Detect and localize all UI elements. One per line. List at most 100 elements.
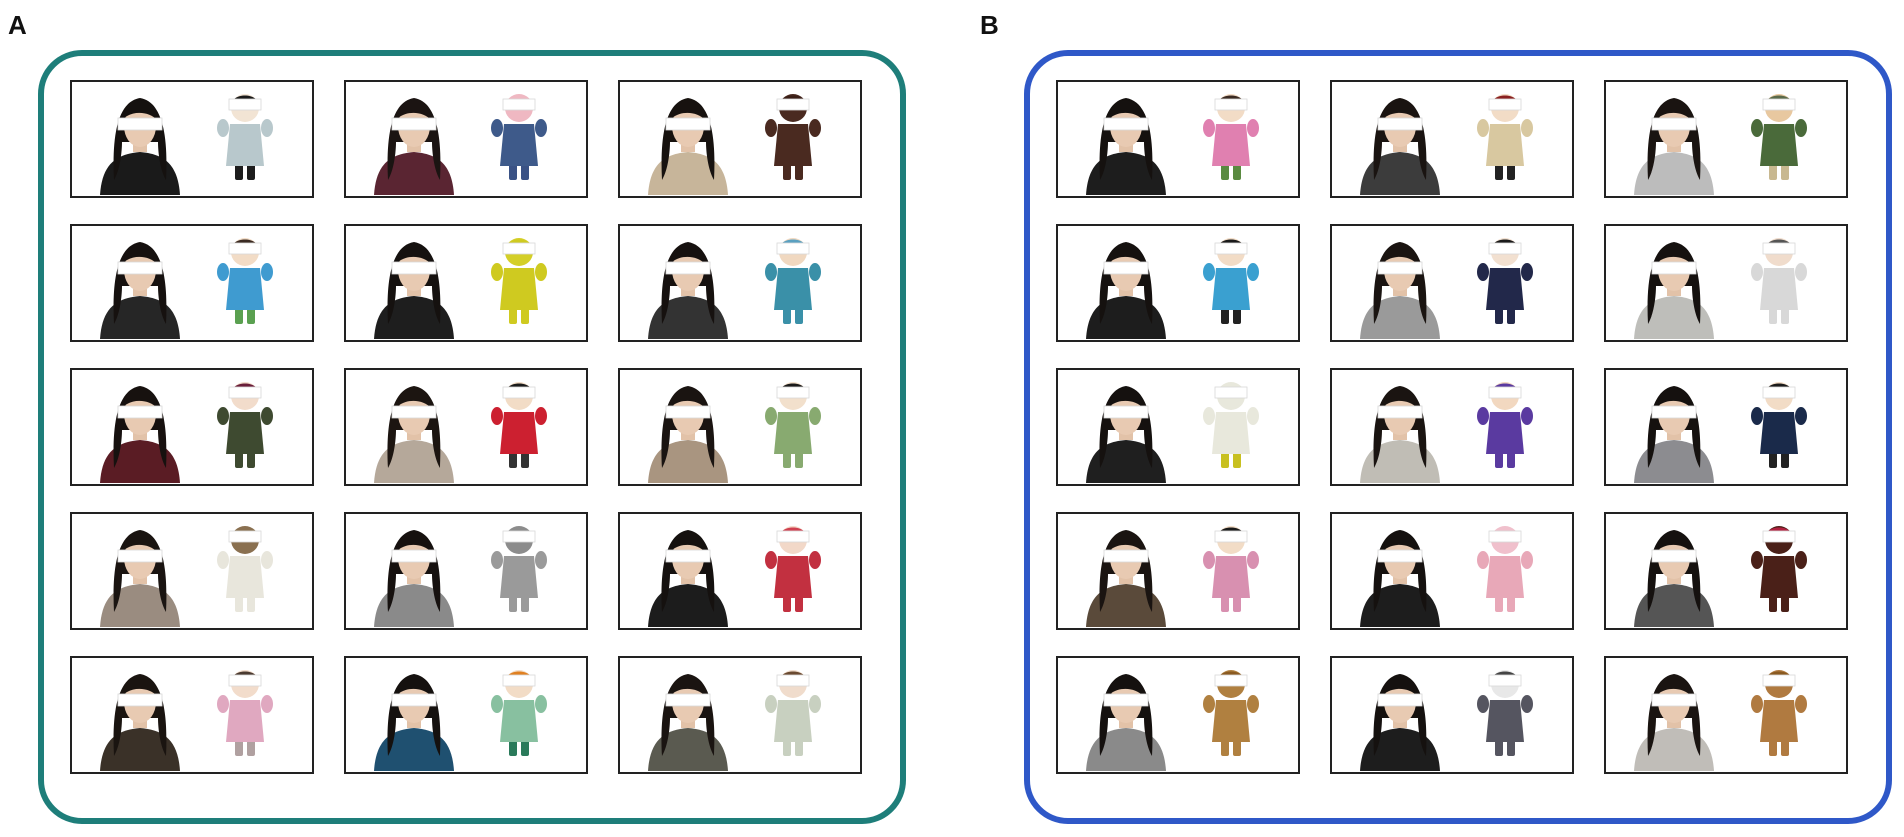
photo-card <box>1330 368 1574 486</box>
privacy-bar <box>228 674 262 687</box>
privacy-bar <box>1488 674 1522 687</box>
panel-b-label: B <box>980 10 999 40</box>
privacy-bar <box>1377 405 1423 419</box>
privacy-bar <box>1377 117 1423 131</box>
photo-image <box>100 670 273 771</box>
person-photo <box>374 530 454 627</box>
privacy-bar <box>776 98 810 111</box>
photo-card <box>344 656 588 774</box>
panel-a <box>38 50 906 824</box>
photo-image <box>648 238 821 339</box>
photo-card <box>1604 656 1848 774</box>
privacy-bar <box>1377 549 1423 563</box>
photo-image <box>374 670 547 771</box>
person-photo <box>374 386 454 483</box>
photo-image <box>100 382 273 483</box>
person-photo <box>1360 242 1440 339</box>
photo-card <box>618 368 862 486</box>
photo-card <box>344 80 588 198</box>
person-photo <box>1086 386 1166 483</box>
photo-card <box>70 224 314 342</box>
person-photo <box>1634 242 1714 339</box>
photo-card <box>70 80 314 198</box>
person-photo <box>100 98 180 195</box>
photo-image <box>374 94 547 195</box>
person-photo <box>100 242 180 339</box>
privacy-bar <box>117 117 163 131</box>
privacy-bar <box>1214 674 1248 687</box>
privacy-bar <box>665 405 711 419</box>
privacy-bar <box>776 530 810 543</box>
photo-card <box>618 512 862 630</box>
photo-image <box>1634 526 1807 627</box>
privacy-bar <box>1762 386 1796 399</box>
privacy-bar <box>502 386 536 399</box>
person-photo <box>1360 386 1440 483</box>
photo-card <box>1330 512 1574 630</box>
person-photo <box>1086 674 1166 771</box>
person-photo <box>100 386 180 483</box>
privacy-bar <box>391 405 437 419</box>
person-photo <box>374 242 454 339</box>
person-photo <box>374 98 454 195</box>
photo-image <box>648 670 821 771</box>
person-photo <box>1086 530 1166 627</box>
privacy-bar <box>1103 261 1149 275</box>
privacy-bar <box>502 242 536 255</box>
photo-image <box>1360 238 1533 339</box>
photo-image <box>1086 94 1259 195</box>
photo-card <box>618 80 862 198</box>
photo-image <box>374 382 547 483</box>
photo-image <box>100 526 273 627</box>
privacy-bar <box>391 693 437 707</box>
privacy-bar <box>502 98 536 111</box>
privacy-bar <box>776 386 810 399</box>
photo-card <box>1056 224 1300 342</box>
privacy-bar <box>1762 674 1796 687</box>
person-photo <box>100 530 180 627</box>
photo-card <box>1330 656 1574 774</box>
privacy-bar <box>1103 405 1149 419</box>
photo-image <box>1360 382 1533 483</box>
privacy-bar <box>776 242 810 255</box>
photo-image <box>648 94 821 195</box>
photo-image <box>1086 382 1259 483</box>
photo-image <box>1634 670 1807 771</box>
photo-image <box>1086 670 1259 771</box>
photo-image <box>648 526 821 627</box>
photo-card <box>344 368 588 486</box>
photo-card <box>1604 80 1848 198</box>
privacy-bar <box>1488 530 1522 543</box>
privacy-bar <box>1214 386 1248 399</box>
privacy-bar <box>1488 98 1522 111</box>
privacy-bar <box>776 674 810 687</box>
photo-card <box>344 224 588 342</box>
photo-card <box>1604 368 1848 486</box>
photo-card <box>1056 512 1300 630</box>
privacy-bar <box>1762 530 1796 543</box>
photo-card <box>70 512 314 630</box>
privacy-bar <box>502 674 536 687</box>
photo-image <box>1634 238 1807 339</box>
privacy-bar <box>665 693 711 707</box>
privacy-bar <box>1103 549 1149 563</box>
photo-image <box>1360 526 1533 627</box>
privacy-bar <box>228 530 262 543</box>
person-photo <box>1634 98 1714 195</box>
photo-card <box>1604 224 1848 342</box>
panel-b <box>1024 50 1892 824</box>
privacy-bar <box>1103 693 1149 707</box>
person-photo <box>1360 530 1440 627</box>
person-photo <box>648 242 728 339</box>
photo-image <box>1634 382 1807 483</box>
photo-card <box>1056 368 1300 486</box>
privacy-bar <box>665 549 711 563</box>
photo-card <box>1604 512 1848 630</box>
person-photo <box>1360 674 1440 771</box>
privacy-bar <box>1377 693 1423 707</box>
person-photo <box>1634 674 1714 771</box>
person-photo <box>1360 98 1440 195</box>
photo-image <box>374 238 547 339</box>
privacy-bar <box>391 117 437 131</box>
privacy-bar <box>1651 405 1697 419</box>
